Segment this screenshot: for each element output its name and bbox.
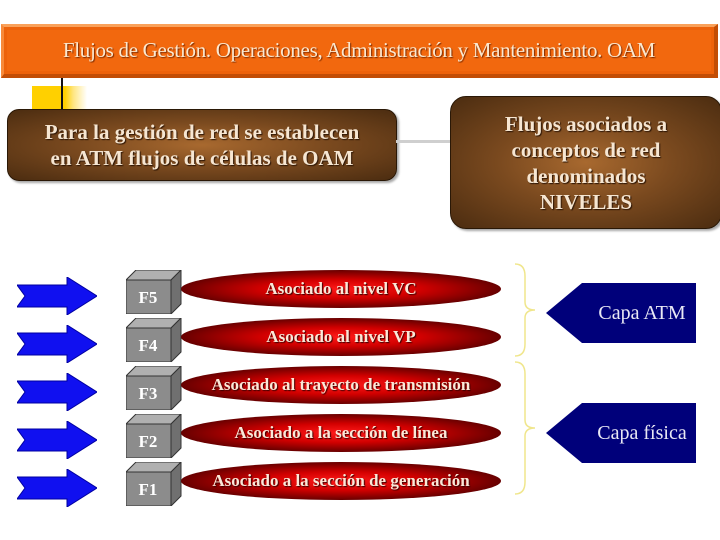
brace-physical-icon (514, 361, 536, 495)
flow-description-f4: Asociado al nivel VP (181, 318, 501, 356)
intro-line-2: en ATM flujos de células de OAM (50, 146, 354, 170)
blue-arrow-icon (17, 325, 97, 363)
levels-box: Flujos asociados a conceptos de red deno… (450, 96, 720, 229)
levels-line-1: Flujos asociados a (504, 111, 668, 136)
cube-icon (126, 462, 182, 506)
slide-title: Flujos de Gestión. Operaciones, Administ… (62, 38, 656, 62)
blue-arrow-icon (17, 469, 97, 507)
layer-tag-atm: Capa ATM (546, 283, 698, 343)
layer-tag-physical: Capa física (546, 403, 698, 463)
flow-description-f2: Asociado a la sección de línea (181, 414, 501, 452)
blue-arrow-icon (17, 373, 97, 411)
levels-line-4: NIVELES (539, 189, 633, 214)
levels-line-2: conceptos de red (511, 137, 661, 162)
decorative-vertical-line (61, 78, 63, 109)
flow-description-f1: Asociado a la sección de generación (181, 462, 501, 500)
flow-description-f3: Asociado al trayecto de transmisión (181, 366, 501, 404)
tag-shape-icon (546, 283, 696, 343)
cube-icon (126, 270, 182, 314)
title-bar: Flujos de Gestión. Operaciones, Administ… (1, 24, 718, 78)
flow-id-f3: F3 (138, 384, 158, 403)
blue-arrow-icon (17, 277, 97, 315)
layer-label-atm: Capa ATM (598, 301, 686, 324)
levels-line-3: denominados (526, 163, 646, 188)
intro-box: Para la gestión de red se establecen en … (7, 109, 397, 181)
flow-id-f1: F1 (138, 480, 158, 499)
cube-icon (126, 414, 182, 458)
blue-arrow-icon (17, 421, 97, 459)
intro-line-1: Para la gestión de red se establecen (44, 120, 360, 144)
brace-atm-icon (514, 263, 536, 357)
flow-id-f5: F5 (138, 288, 158, 307)
decorative-yellow-square (32, 86, 87, 112)
cube-icon (126, 366, 182, 410)
tag-shape-icon (546, 403, 696, 463)
connector-line (396, 140, 450, 143)
flow-description-f5: Asociado al nivel VC (181, 270, 501, 308)
flow-id-f2: F2 (138, 432, 158, 451)
cube-icon (126, 318, 182, 362)
flow-id-f4: F4 (138, 336, 158, 355)
layer-label-physical: Capa física (597, 421, 687, 444)
